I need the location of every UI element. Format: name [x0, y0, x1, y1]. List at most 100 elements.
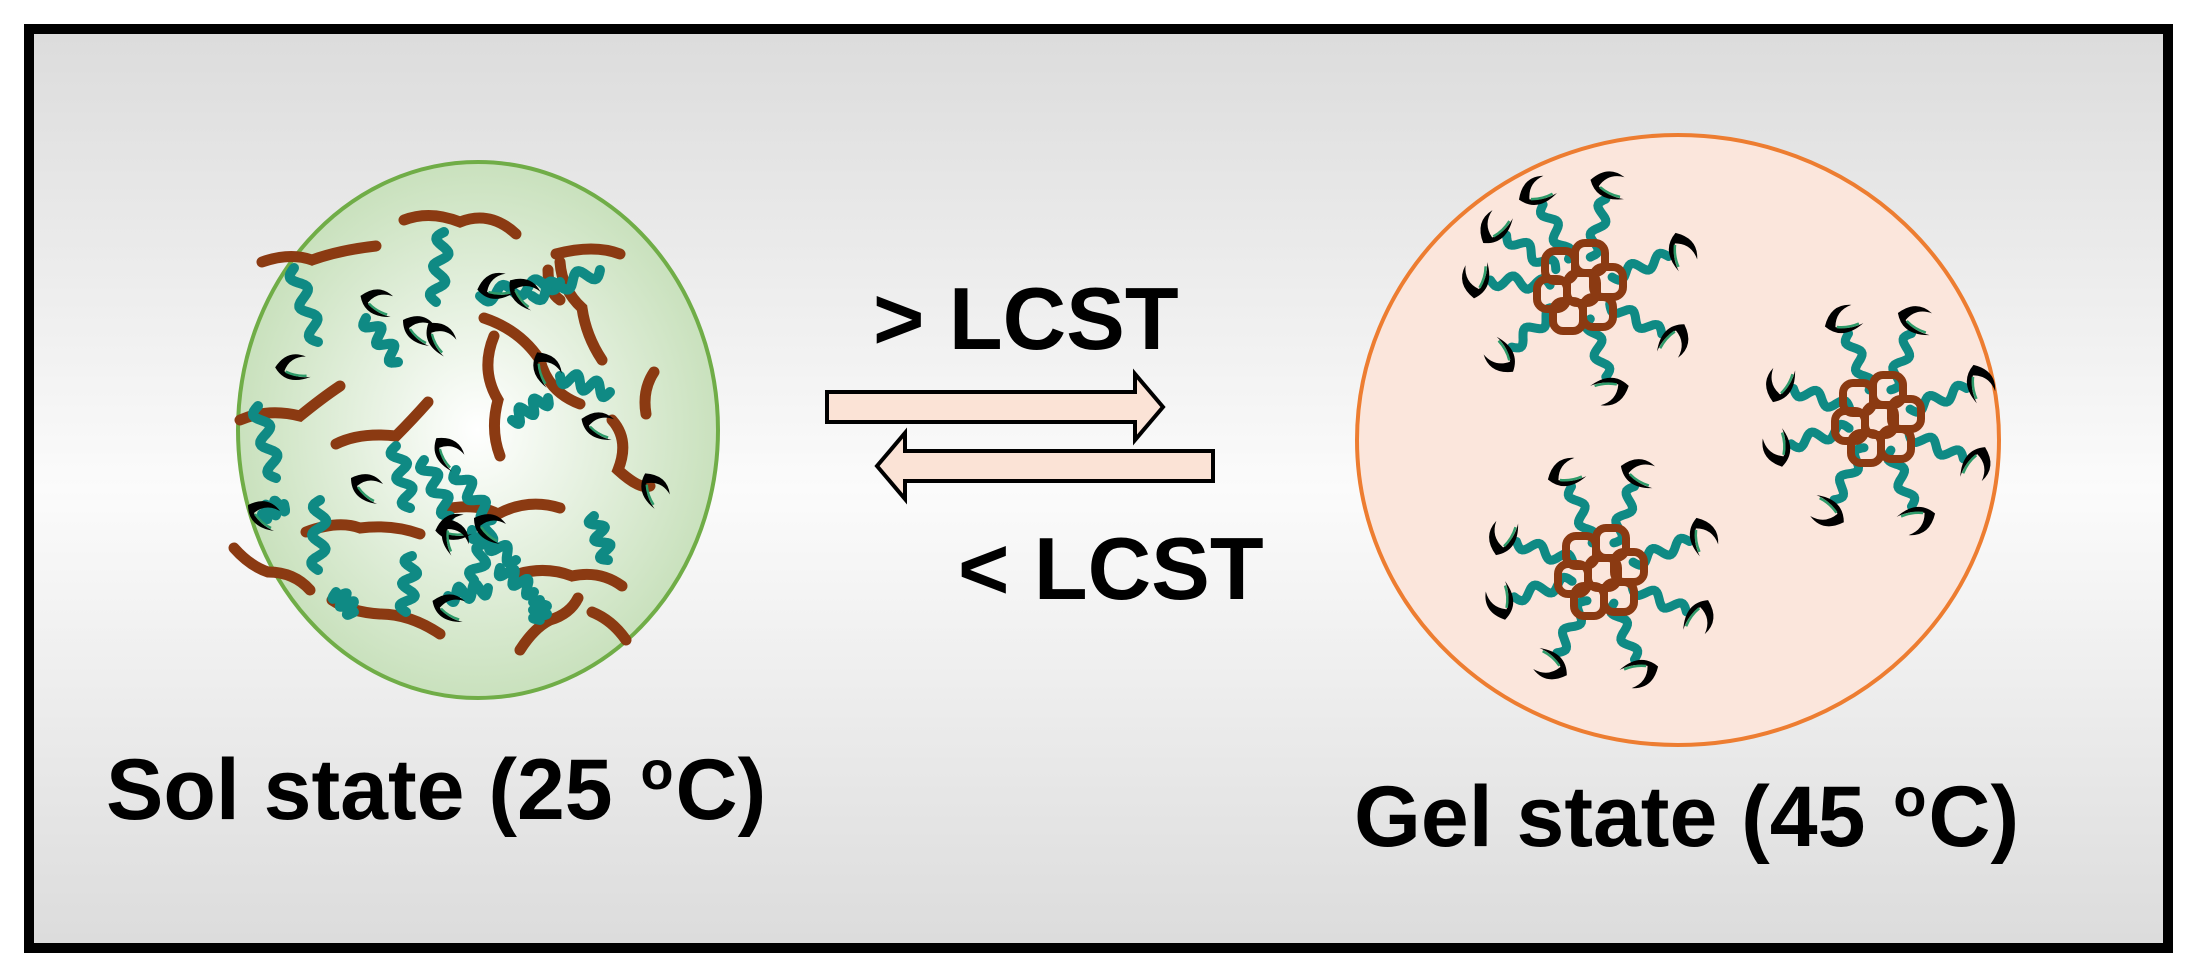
sol-degree-symbol: o — [640, 741, 674, 801]
crescent-highlight — [514, 289, 530, 308]
hydrophobic-block — [228, 542, 316, 596]
crescent-highlight — [1503, 526, 1517, 548]
end-group-crescent — [1689, 517, 1719, 557]
crescent-highlight — [1530, 192, 1554, 201]
hydrophobic-block — [482, 330, 506, 462]
crescent-highlight — [254, 513, 272, 530]
crescent-shape — [1668, 232, 1698, 272]
hydrophobic-block — [330, 396, 434, 450]
hydrophilic-block — [466, 525, 521, 569]
core-coil — [1570, 582, 1608, 620]
micelle — [1462, 171, 1698, 406]
end-group-crescent — [581, 412, 615, 441]
hydrophilic-block — [424, 227, 454, 307]
crescent-shape — [434, 437, 465, 472]
crescent-shape — [509, 278, 541, 311]
end-group-crescent — [1619, 659, 1659, 689]
crescent-highlight — [1542, 650, 1561, 667]
micelle — [1762, 304, 1996, 536]
end-group-crescent — [434, 437, 465, 472]
crescent-highlight — [1559, 475, 1583, 482]
hydrophilic-block — [385, 441, 418, 513]
end-group-crescent — [403, 316, 435, 346]
sol-circle-outline — [236, 160, 720, 700]
crescent-highlight — [430, 333, 444, 354]
hydrophilic-block — [527, 265, 605, 306]
crescent-highlight — [446, 530, 453, 552]
crescent-shape — [1590, 171, 1625, 200]
micelle-corona-chain — [1585, 194, 1611, 262]
crescent-highlight — [1594, 382, 1618, 388]
crescent-shape — [1483, 336, 1515, 373]
crescent-shape — [1762, 428, 1791, 467]
crescent-highlight — [285, 370, 307, 378]
hydrophilic-block — [394, 551, 423, 617]
crescent-highlight — [1478, 266, 1487, 289]
micelle-core — [1831, 371, 1925, 467]
crescent-shape — [1462, 262, 1490, 299]
crescent-shape — [1766, 367, 1796, 403]
hydrophilic-block — [327, 587, 359, 620]
end-group-crescent — [1620, 459, 1656, 489]
end-group-crescent — [1896, 506, 1936, 536]
hydrophilic-block — [257, 495, 290, 525]
crescent-highlight — [1599, 186, 1621, 199]
crescent-highlight — [438, 448, 452, 469]
crescent-highlight — [357, 486, 375, 503]
crescent-highlight — [1905, 320, 1927, 334]
end-group-crescent — [1766, 367, 1796, 403]
end-group-crescent — [1897, 306, 1933, 336]
crescent-highlight — [1503, 585, 1509, 609]
end-group-crescent — [1533, 647, 1567, 680]
reverse-transition-label: < LCST — [958, 519, 1264, 618]
crescent-highlight — [1971, 376, 1978, 400]
gel-state-label: Gel state (45 oC) — [1354, 767, 2019, 867]
end-group-crescent — [1810, 494, 1844, 527]
crescent-shape — [1547, 457, 1587, 487]
crescent-highlight — [1492, 220, 1511, 238]
hydrophilic-block — [528, 595, 552, 625]
crescent-shape — [1960, 447, 1991, 482]
crescent-highlight — [1961, 454, 1978, 474]
crescent-highlight — [1900, 511, 1924, 518]
hydrophilic-block — [306, 495, 332, 575]
sol-state-label: Sol state (25 oC) — [106, 740, 766, 840]
end-group-crescent — [351, 474, 383, 504]
hydrophobic-block — [436, 498, 566, 521]
crescent-shape — [581, 412, 615, 441]
core-coil — [1847, 429, 1885, 467]
micelle-core — [1533, 239, 1627, 335]
crescent-shape — [1683, 600, 1714, 635]
crescent-highlight — [1684, 607, 1701, 627]
crescent-highlight — [1659, 330, 1676, 349]
forward-arrow — [825, 368, 1166, 446]
micelle-corona-chain — [1627, 582, 1691, 617]
hydrophobic-block — [398, 210, 522, 240]
end-group-crescent — [441, 519, 469, 556]
end-group-crescent — [1518, 175, 1557, 205]
crescent-shape — [426, 322, 457, 357]
end-group-crescent — [1462, 262, 1490, 299]
crescent-shape — [441, 519, 469, 556]
crescent-shape — [1518, 175, 1557, 205]
crescent-shape — [1824, 304, 1864, 334]
end-group-crescent — [509, 278, 541, 311]
crescent-shape — [1619, 659, 1659, 689]
hydrophilic-block — [247, 401, 283, 483]
crescent-highlight — [488, 290, 510, 295]
end-group-crescent — [533, 352, 562, 388]
hydrophilic-block — [583, 511, 616, 565]
gel-circle-outline — [1355, 133, 2001, 747]
crescent-shape — [1480, 210, 1513, 244]
crescent-highlight — [1628, 473, 1650, 487]
end-group-crescent — [432, 594, 466, 623]
gel-state-circle — [1355, 133, 2001, 747]
end-group-crescent — [1824, 304, 1864, 334]
crescent-highlight — [440, 607, 460, 621]
hydrophilic-block — [448, 465, 495, 526]
crescent-highlight — [537, 363, 547, 385]
crescent-shape — [1896, 506, 1936, 536]
crescent-highlight — [1836, 322, 1860, 329]
